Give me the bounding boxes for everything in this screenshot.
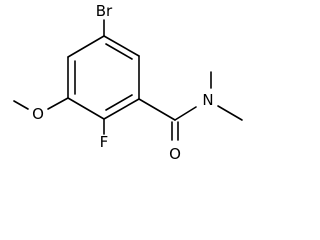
nitrogen-atom-label: N: [202, 91, 213, 109]
fluorine-atom-label: F: [100, 133, 109, 151]
methoxy-oxygen-label: O: [32, 105, 44, 123]
ring-bond: [67, 35, 105, 58]
ring-bond: [103, 35, 140, 57]
o-ch3-bond: [13, 100, 29, 110]
structure-canvas: Br F O O N: [13, 2, 243, 163]
c-n-bond: [174, 106, 197, 121]
carbonyl-oxygen-label: O: [169, 145, 181, 163]
c-carbonyl-bond: [138, 98, 176, 121]
ring-double-bond: [105, 94, 133, 111]
bromine-atom-label: Br: [96, 2, 113, 20]
ring-bond: [67, 97, 105, 120]
n-ch3-bond: [217, 105, 243, 121]
ring-bond: [103, 98, 140, 120]
molecule-structure: Br F O O N: [13, 2, 243, 163]
c-o-bond: [47, 97, 69, 110]
ring-double-bond: [105, 43, 133, 60]
